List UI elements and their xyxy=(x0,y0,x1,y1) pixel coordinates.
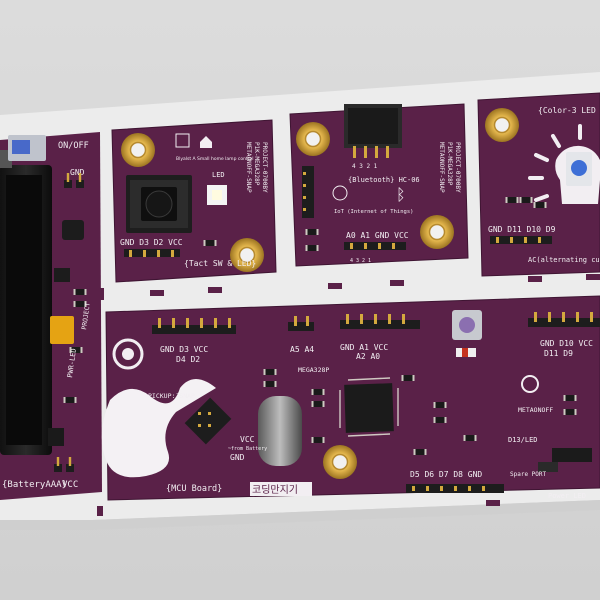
mcu-pins-left: GND D3 VCC xyxy=(160,345,208,354)
mcu-board: GND D3 VCC D4 D2 A5 A4 GND A1 VCC A2 A0 … xyxy=(101,295,600,501)
battery-label: {BatteryAAA} xyxy=(2,480,67,490)
metaonoff-logo: METAONOFF xyxy=(518,406,553,414)
iot-label: IoT (Internet of Things) xyxy=(334,209,413,215)
tact-title-1: METAONOFF-SNAP xyxy=(245,142,252,193)
d13-label: D13/LED xyxy=(508,436,538,444)
mcu-pins-mid2: A2 A0 xyxy=(356,352,380,361)
frame-tabs xyxy=(97,274,600,516)
bt-title: {Bluetooth} HC-06 xyxy=(348,176,420,184)
on-off-label: ON/OFF xyxy=(58,141,89,151)
tact-title-2: P1K-MEGA328P xyxy=(253,142,260,186)
mcu-pins-mid: GND A1 VCC xyxy=(340,343,388,352)
color-led-title: {Color-3 LED xyxy=(538,106,596,115)
bt-title-3: PROJECT-0700BY xyxy=(454,142,461,193)
gnd-label-left: GND xyxy=(70,168,85,177)
from-battery-label: ~from Battery xyxy=(228,446,267,452)
bt-title-1: METAONOFF-SNAP xyxy=(438,142,445,193)
power-led-label: Power LED xyxy=(548,492,586,500)
mcu-pins-a: A5 A4 xyxy=(290,345,314,354)
mcu-caption: {MCU Board} xyxy=(166,484,222,494)
mcu-pins-right: GND D10 VCC xyxy=(540,339,593,348)
spare-pins-label: D5 D6 D7 D8 GND xyxy=(410,470,482,479)
bluetooth-board: 4 3 2 1 {Bluetooth} HC-06 ᛒ IoT (Interne… xyxy=(289,103,469,267)
chip-label: MEGA328P xyxy=(298,366,329,374)
bluetooth-icon: ᛒ xyxy=(396,185,406,204)
tact-caption: {Tact SW & LED} xyxy=(184,259,256,268)
color-led-caption: AC(alternating cu xyxy=(528,256,600,264)
battery-board: ON/OFF GND PWR-LED PROJECT {BatteryAAA} … xyxy=(0,132,102,500)
mcu-pins-left2: D4 D2 xyxy=(176,355,200,364)
tact-switch-board: LED Blyalst A Small home lamp control ME… xyxy=(111,119,277,283)
pickup-label: PICKUP:JSNAP xyxy=(148,392,195,400)
bt-pins-label: A0 A1 GND VCC xyxy=(346,231,409,240)
tact-sub-label: Blyalst A Small home lamp control xyxy=(176,156,253,162)
tact-title-3: PROJECT-0700BY xyxy=(261,142,268,193)
bt-bottom-nums: 4 3 2 1 xyxy=(350,258,371,264)
tact-pins-label: GND D3 D2 VCC xyxy=(120,238,183,247)
vcc-label-left: VCC xyxy=(62,480,78,490)
project-label-left: PROJECT xyxy=(80,302,92,330)
mcu-pins-right2: D11 D9 xyxy=(544,349,573,358)
led-label: LED xyxy=(212,171,225,179)
bt-header-nums: 4 3 2 1 xyxy=(352,163,378,170)
gnd-mcu-label: GND xyxy=(230,453,245,462)
color-pins-label: GND D11 D10 D9 xyxy=(488,225,556,234)
bt-title-2: P1K-MEGA328P xyxy=(446,142,453,186)
korean-logo: 코딩만지기 xyxy=(252,484,298,496)
vcc-mcu-label: VCC xyxy=(240,435,255,444)
spare-port-label: Spare PORT xyxy=(510,471,547,478)
color-led-board: {Color-3 LED GND D11 D10 D9 AC(alternati… xyxy=(477,92,600,277)
